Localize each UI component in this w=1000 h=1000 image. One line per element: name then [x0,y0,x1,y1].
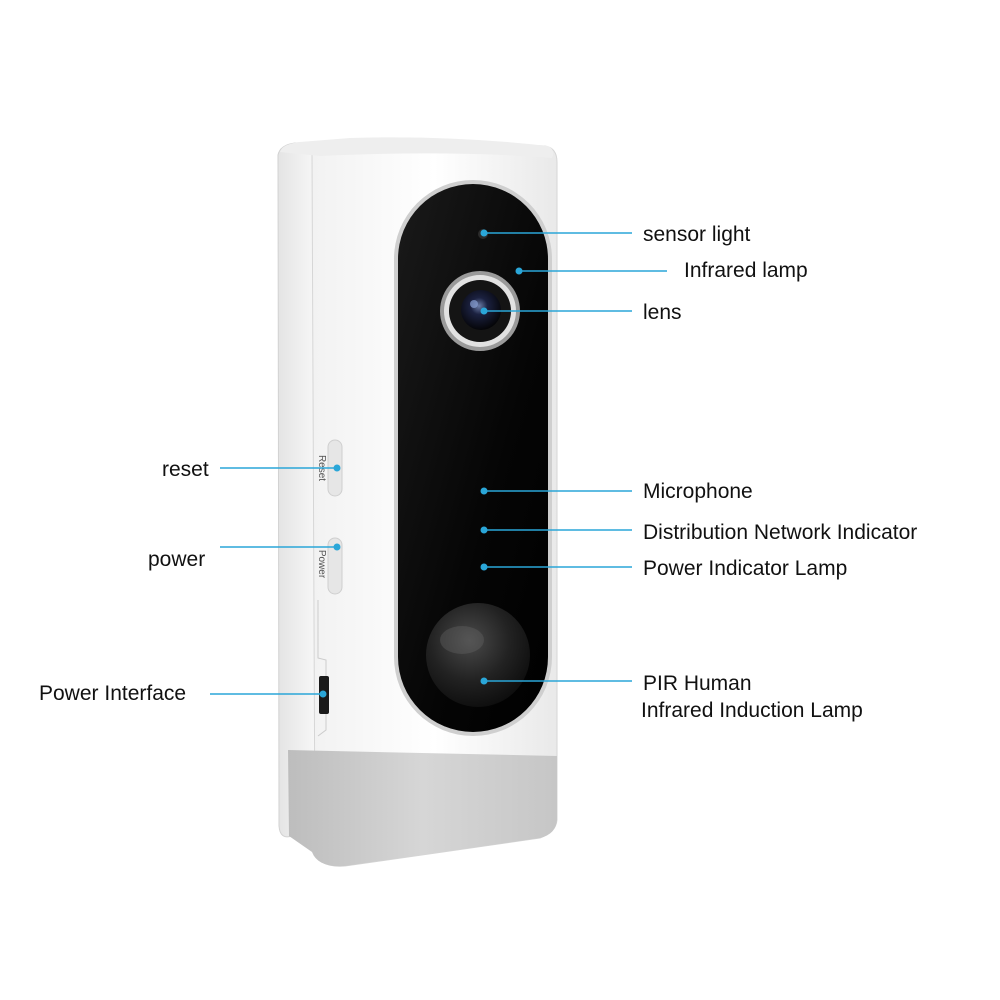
callout-dot-pir [480,677,488,685]
device-top-face [280,137,554,158]
camera-device: Reset Power [277,137,558,867]
callout-dot-power [333,543,341,551]
callout-dot-reset [333,464,341,472]
power-button[interactable]: Power [316,537,343,595]
callout-dot-distribution [480,526,488,534]
label-power-indicator-lamp: Power Indicator Lamp [643,557,847,580]
label-infrared-lamp: Infrared lamp [684,259,808,282]
label-reset: reset [162,458,209,481]
pir-sensor [426,603,530,707]
callout-labels: sensor light Infrared lamp lens Micropho… [39,223,917,722]
callout-lines [210,232,667,695]
callout-dot-power-indicator [480,563,488,571]
callout-dots [319,229,523,698]
side-seam [317,600,327,737]
label-distribution-network-indicator: Distribution Network Indicator [643,521,917,544]
callout-dot-sensor-light [480,229,488,237]
power-button-text: Power [316,550,327,579]
callout-dot-lens [480,307,488,315]
pir-highlight [440,626,484,654]
callout-dot-power-interface [319,690,327,698]
label-power: power [148,548,205,571]
callout-dot-infrared-lamp [515,267,523,275]
callout-dot-microphone [480,487,488,495]
label-lens: lens [643,301,682,324]
device-base [288,750,557,867]
label-microphone: Microphone [643,480,753,503]
label-sensor-light: sensor light [643,223,751,246]
label-pir-line1: PIR Human [643,672,752,695]
label-power-interface: Power Interface [39,682,186,705]
label-pir-line2: Infrared Induction Lamp [641,699,863,722]
lens-highlight [470,300,478,308]
